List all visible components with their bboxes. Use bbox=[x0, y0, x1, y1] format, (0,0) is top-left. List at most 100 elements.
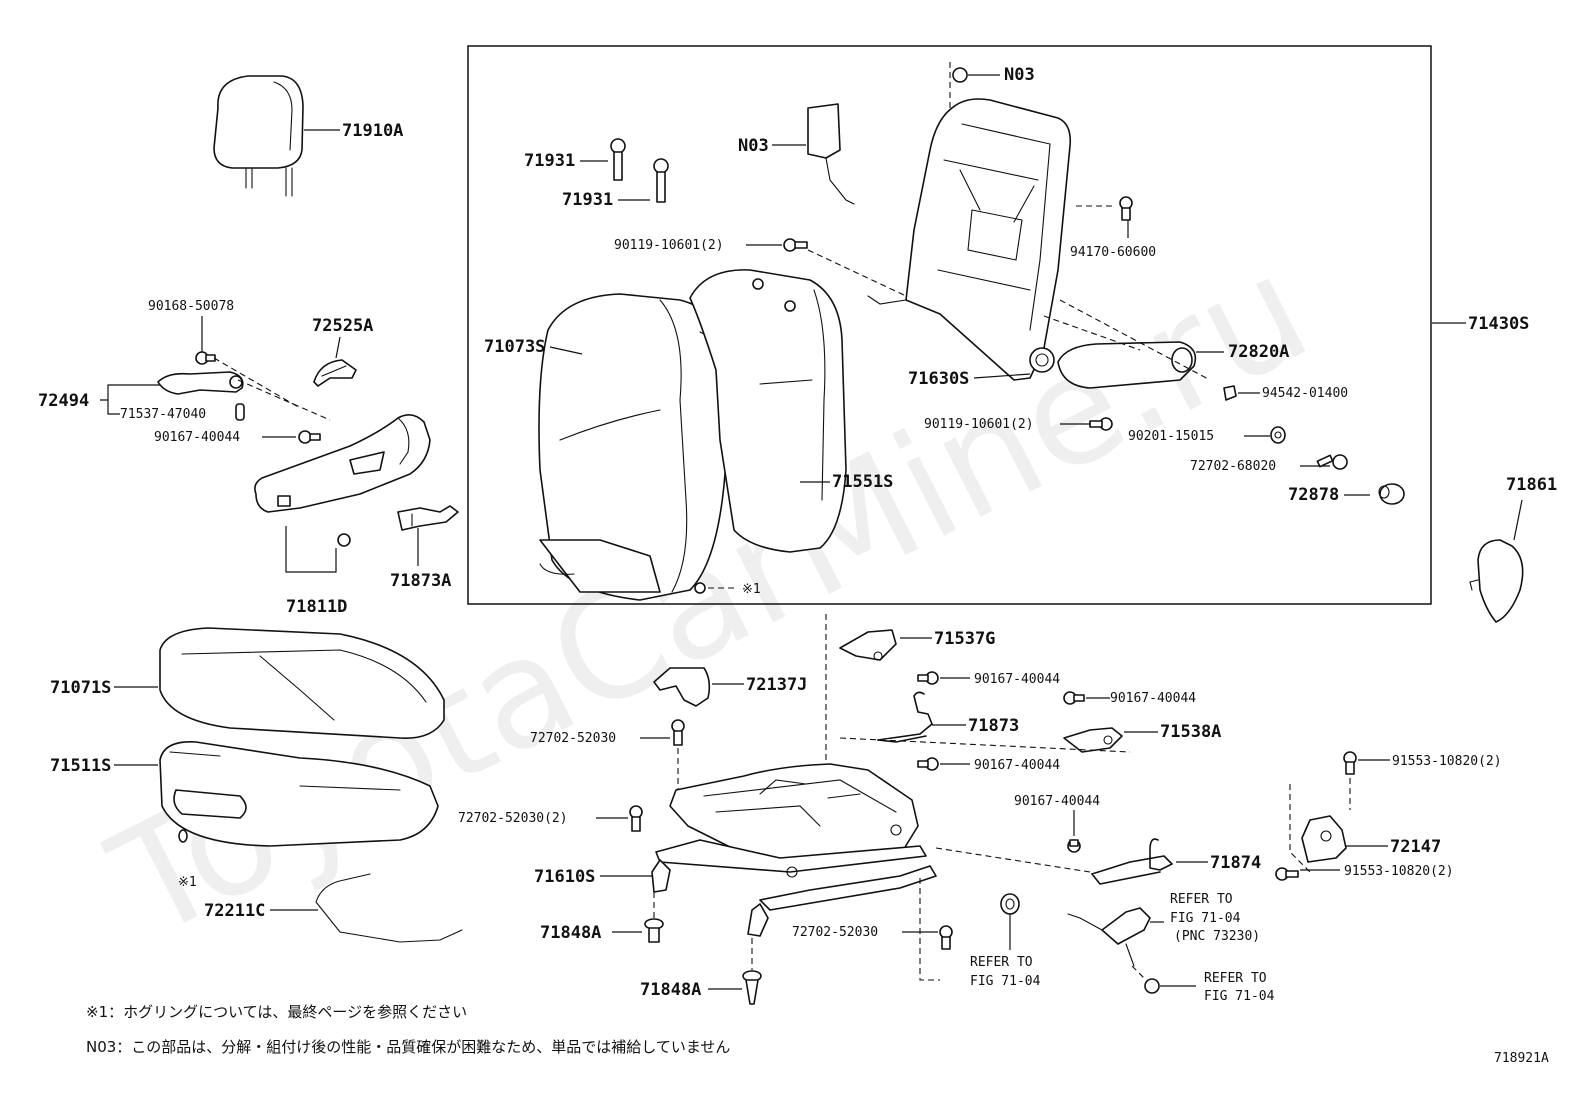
wire-72211c[interactable] bbox=[315, 873, 463, 943]
bracket-71538a[interactable] bbox=[1063, 727, 1123, 753]
bolt-90119-10601-a[interactable] bbox=[783, 238, 808, 252]
pin-71931-a[interactable] bbox=[610, 138, 626, 181]
label-90167-40044-c[interactable]: 90167-40044 bbox=[974, 758, 1060, 773]
bolt-91553-10820-a[interactable] bbox=[1343, 751, 1357, 775]
label-refer-a-2[interactable]: FIG 71-04 bbox=[1170, 911, 1241, 926]
nut-refer-c[interactable] bbox=[1144, 978, 1160, 994]
label-71931-a[interactable]: 71931 bbox=[524, 151, 575, 171]
label-72702-52030-a[interactable]: 72702-52030 bbox=[530, 731, 616, 746]
bolt-90119-10601-b[interactable] bbox=[1089, 417, 1113, 431]
label-72137j[interactable]: 72137J bbox=[746, 675, 807, 695]
label-72494[interactable]: 72494 bbox=[38, 391, 89, 411]
nut-94170-60600[interactable] bbox=[1119, 196, 1133, 221]
cushion-pad-71511s[interactable] bbox=[159, 741, 439, 847]
label-71511s[interactable]: 71511S bbox=[50, 756, 111, 776]
bolt-72702-52030-b[interactable] bbox=[939, 925, 953, 950]
ring-refer-b[interactable] bbox=[1000, 893, 1020, 915]
bolt-72702-52030-a[interactable] bbox=[671, 719, 685, 746]
label-72525a[interactable]: 72525A bbox=[312, 316, 373, 336]
screw-90167-40044-a[interactable] bbox=[917, 671, 939, 685]
bolt-72702-52030-2[interactable] bbox=[629, 805, 643, 832]
label-94542-01400[interactable]: 94542-01400 bbox=[1262, 386, 1348, 401]
screw-90167-40044-b[interactable] bbox=[1063, 691, 1085, 705]
label-71071s[interactable]: 71071S bbox=[50, 678, 111, 698]
label-refer-a-3[interactable]: (PNC 73230) bbox=[1174, 929, 1260, 944]
bolt-72702-68020[interactable] bbox=[1316, 454, 1348, 470]
label-90167-40044-a[interactable]: 90167-40044 bbox=[974, 672, 1060, 687]
hook-71874[interactable] bbox=[1091, 838, 1173, 885]
washer-90201-15015[interactable] bbox=[1270, 426, 1286, 444]
label-n03-side[interactable]: N03 bbox=[738, 136, 769, 156]
label-90167-40044-b[interactable]: 90167-40044 bbox=[1110, 691, 1196, 706]
label-71861[interactable]: 71861 bbox=[1506, 475, 1557, 495]
label-71811d[interactable]: 71811D bbox=[286, 597, 347, 617]
bracket-71873a[interactable] bbox=[397, 505, 459, 531]
bolt-91553-10820-b[interactable] bbox=[1275, 867, 1299, 881]
label-71551s[interactable]: 71551S bbox=[832, 472, 893, 492]
clip-71537-47040[interactable] bbox=[235, 403, 245, 421]
side-airbag-n03[interactable] bbox=[807, 103, 855, 205]
label-90201-15015[interactable]: 90201-15015 bbox=[1128, 429, 1214, 444]
label-71538a[interactable]: 71538A bbox=[1160, 722, 1221, 742]
label-71610s[interactable]: 71610S bbox=[534, 867, 595, 887]
label-72702-52030-2[interactable]: 72702-52030(2) bbox=[458, 811, 568, 826]
clip-71811d[interactable] bbox=[337, 533, 351, 547]
label-90167-40044-d[interactable]: 90167-40044 bbox=[1014, 794, 1100, 809]
label-72702-52030-b[interactable]: 72702-52030 bbox=[792, 925, 878, 940]
label-71848a-b[interactable]: 71848A bbox=[640, 980, 701, 1000]
cover-71537g[interactable] bbox=[839, 629, 897, 661]
label-72147[interactable]: 72147 bbox=[1390, 837, 1441, 857]
label-71873[interactable]: 71873 bbox=[968, 716, 1019, 736]
label-71848a-a[interactable]: 71848A bbox=[540, 923, 601, 943]
label-71430s[interactable]: 71430S bbox=[1468, 314, 1529, 334]
label-71910a[interactable]: 71910A bbox=[342, 121, 403, 141]
label-90119-10601-a[interactable]: 90119-10601(2) bbox=[614, 238, 724, 253]
label-72211c[interactable]: 72211C bbox=[204, 901, 265, 921]
label-71874[interactable]: 71874 bbox=[1210, 853, 1261, 873]
nut-n03-top[interactable] bbox=[952, 67, 968, 83]
seat-shield-71811d[interactable] bbox=[254, 414, 431, 513]
label-refer-a-1[interactable]: REFER TO bbox=[1170, 892, 1233, 907]
bracket-72147[interactable] bbox=[1301, 815, 1347, 863]
label-refer-b-2[interactable]: FIG 71-04 bbox=[970, 974, 1041, 989]
cap-72878[interactable] bbox=[1378, 483, 1405, 505]
cushion-cover-71071s[interactable] bbox=[159, 627, 445, 739]
label-71537g[interactable]: 71537G bbox=[934, 629, 995, 649]
recliner-handle-72494[interactable] bbox=[157, 371, 244, 395]
seatback-cover-71073s[interactable] bbox=[538, 293, 727, 601]
label-71873a[interactable]: 71873A bbox=[390, 571, 451, 591]
label-72820a[interactable]: 72820A bbox=[1228, 342, 1289, 362]
seat-belt-buckle[interactable] bbox=[1067, 907, 1151, 967]
armrest-72820a[interactable] bbox=[1057, 341, 1197, 389]
screw-90167-40044-d[interactable] bbox=[1067, 839, 1081, 853]
label-71630s[interactable]: 71630S bbox=[908, 369, 969, 389]
screw-90167-40044-c[interactable] bbox=[917, 757, 939, 771]
label-refer-c-1[interactable]: REFER TO bbox=[1204, 971, 1267, 986]
side-cover-71861[interactable] bbox=[1469, 539, 1524, 623]
label-refer-b-1[interactable]: REFER TO bbox=[970, 955, 1033, 970]
label-72702-68020[interactable]: 72702-68020 bbox=[1190, 459, 1276, 474]
label-n03-top[interactable]: N03 bbox=[1004, 65, 1035, 85]
label-71073s[interactable]: 71073S bbox=[484, 337, 545, 357]
pin-71848a-b[interactable] bbox=[742, 970, 762, 1005]
hook-71873[interactable] bbox=[877, 691, 933, 743]
cover-72137j[interactable] bbox=[653, 667, 711, 707]
label-91553-10820-a[interactable]: 91553-10820(2) bbox=[1392, 754, 1502, 769]
label-94170-60600[interactable]: 94170-60600 bbox=[1070, 245, 1156, 260]
label-71537-47040[interactable]: 71537-47040 bbox=[120, 407, 206, 422]
seat-adjuster-71610s[interactable] bbox=[651, 763, 937, 937]
label-71931-b[interactable]: 71931 bbox=[562, 190, 613, 210]
pin-71848a-a[interactable] bbox=[644, 918, 664, 943]
label-refer-c-2[interactable]: FIG 71-04 bbox=[1204, 989, 1275, 1004]
label-72878[interactable]: 72878 bbox=[1288, 485, 1339, 505]
clip-94542-01400[interactable] bbox=[1223, 385, 1237, 401]
headrest-71910a[interactable] bbox=[213, 75, 304, 197]
bolt-90168-50078[interactable] bbox=[195, 351, 216, 365]
seatback-frame-71630s[interactable] bbox=[867, 98, 1072, 381]
label-90168-50078[interactable]: 90168-50078 bbox=[148, 299, 234, 314]
pin-71931-b[interactable] bbox=[653, 158, 669, 203]
label-90167-40044-left[interactable]: 90167-40044 bbox=[154, 430, 240, 445]
screw-90167-40044-left[interactable] bbox=[298, 430, 321, 444]
trim-piece-72525a[interactable] bbox=[313, 359, 357, 387]
label-91553-10820-b[interactable]: 91553-10820(2) bbox=[1344, 864, 1454, 879]
